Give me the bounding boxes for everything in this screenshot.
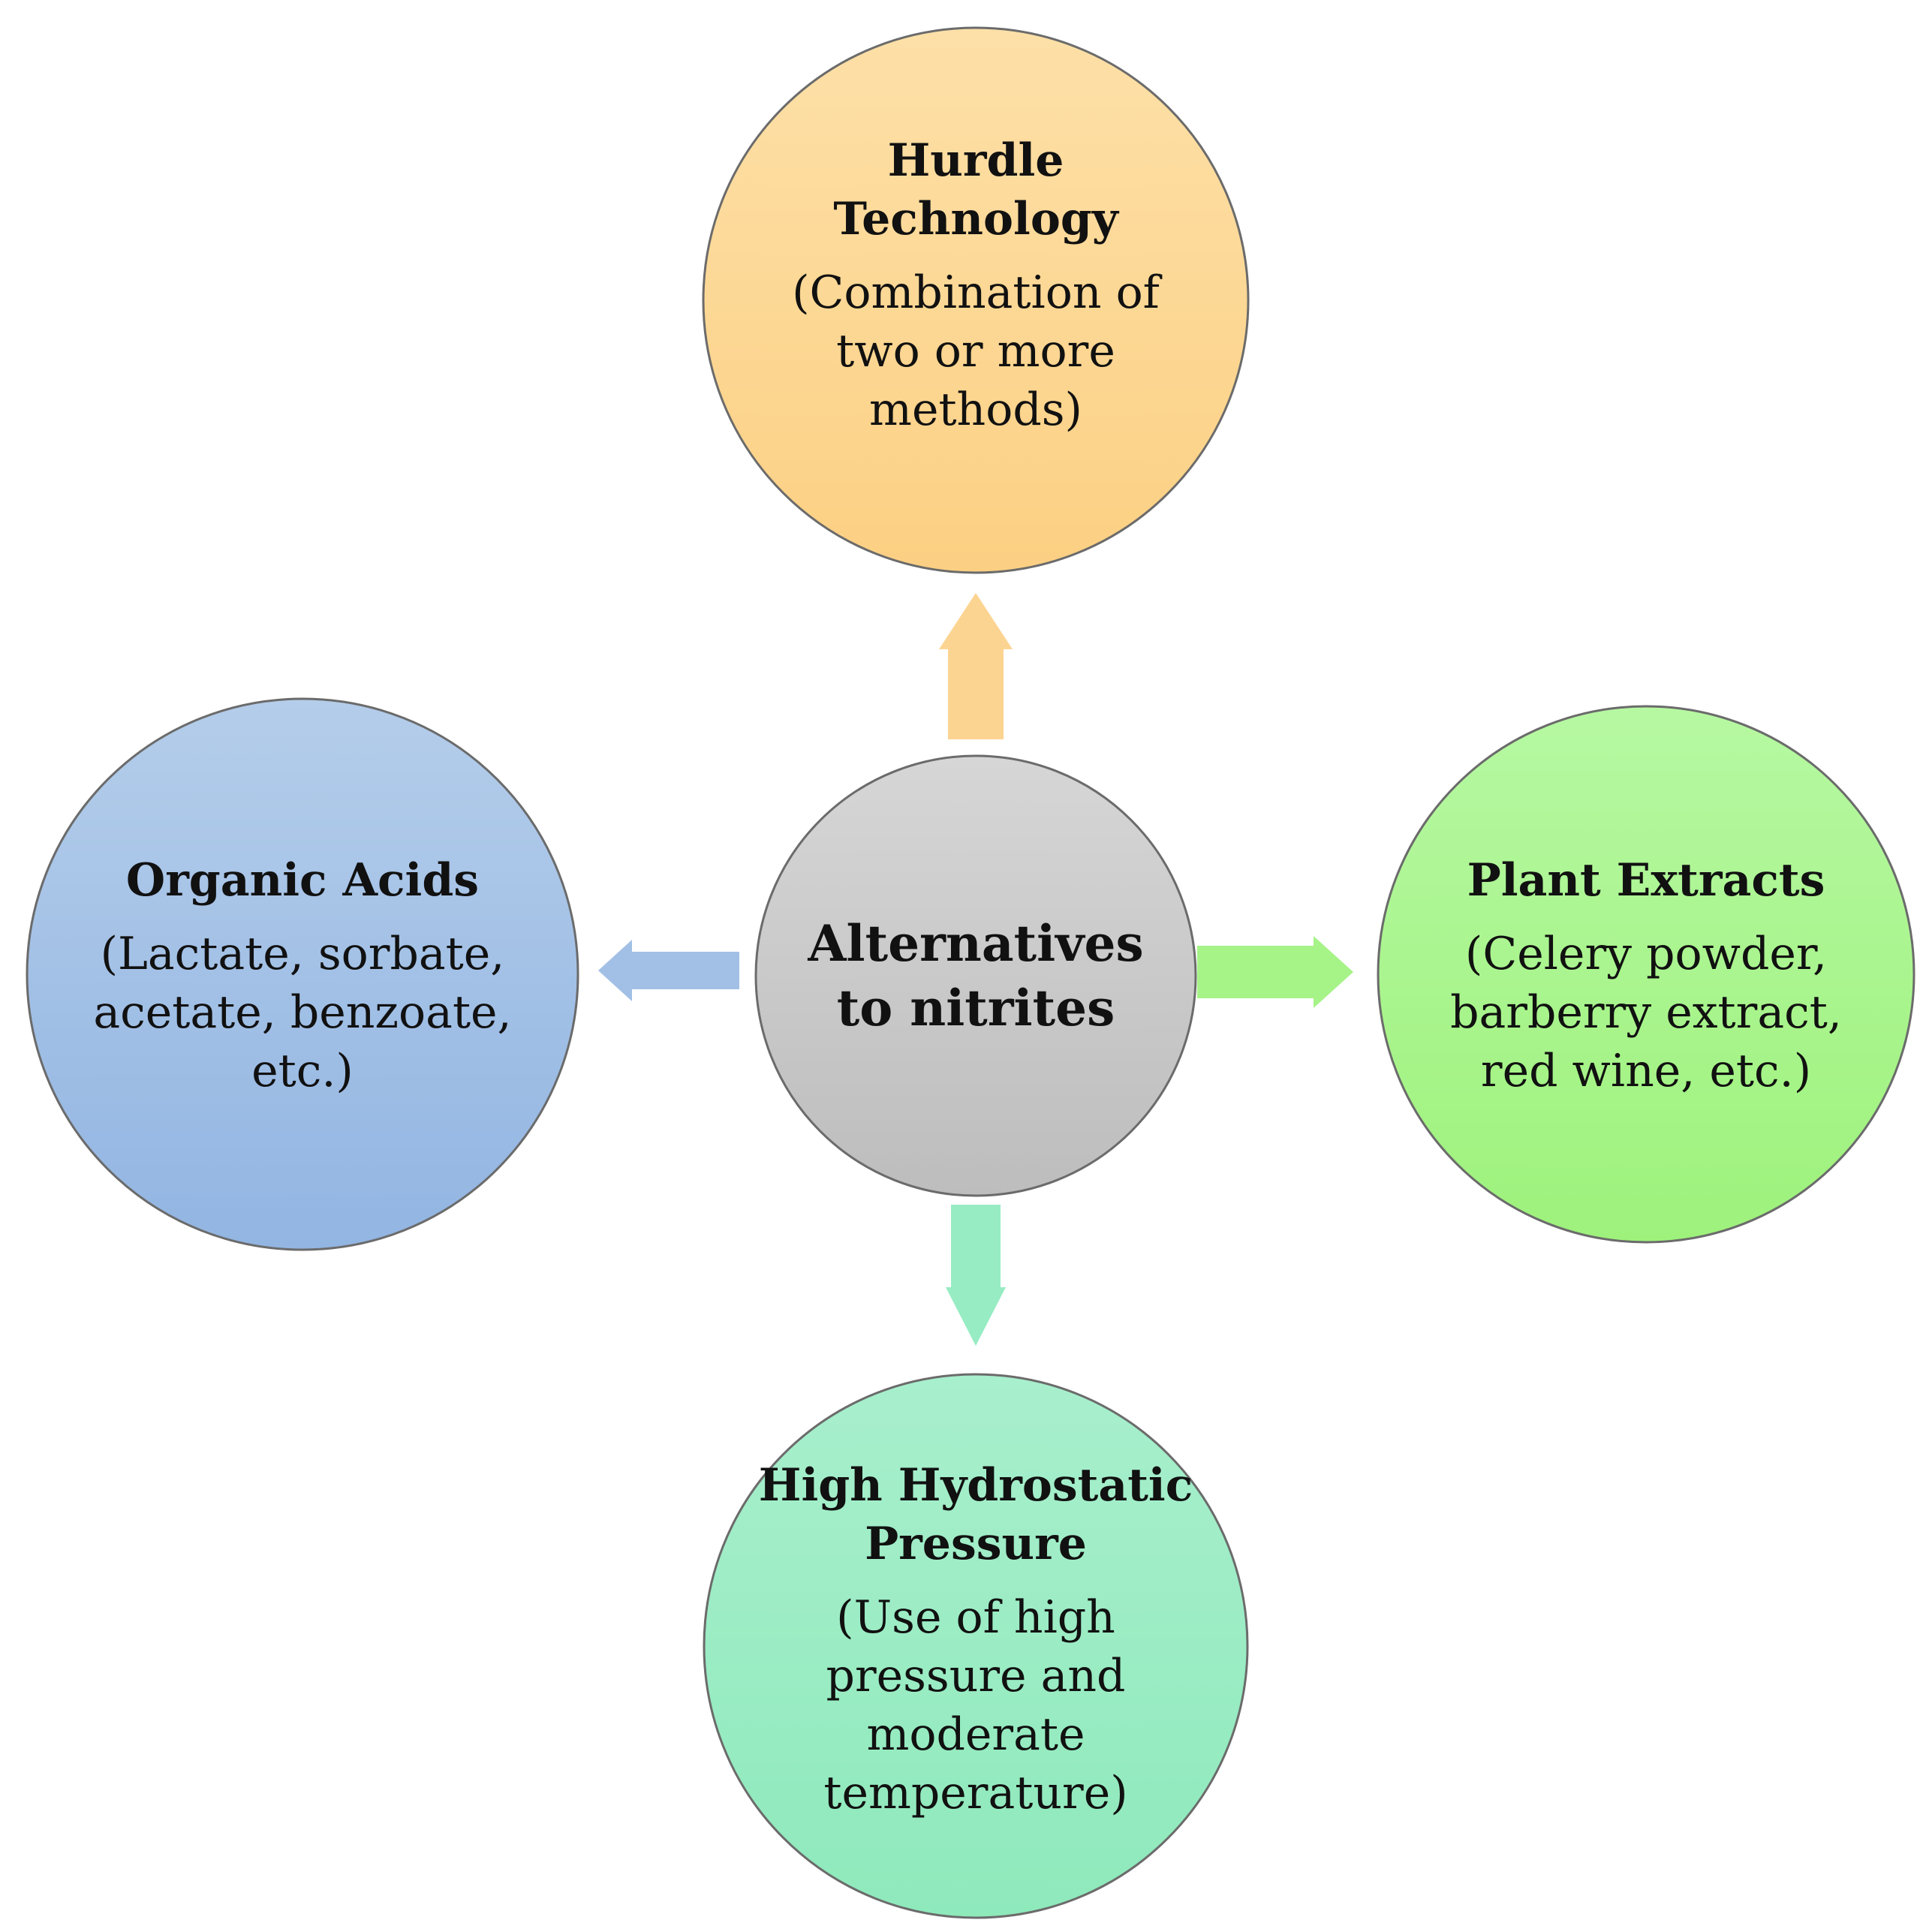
node-top-title-line: Hurdle [887, 134, 1064, 187]
center-circle [754, 754, 1197, 1197]
node-circle-top [702, 26, 1250, 574]
node-circle-bottom [703, 1373, 1249, 1919]
node-circle-left [26, 697, 579, 1251]
node-left-desc-line: etc.) [251, 1045, 354, 1097]
center-title-line: Alternatives [808, 914, 1144, 973]
arrow-left [598, 940, 739, 1001]
node-left-label: Organic Acids (Lactate, sorbate, acetate… [77, 841, 528, 1111]
node-left-desc-line: acetate, benzoate, [93, 986, 512, 1039]
node-left-desc-line: (Lactate, sorbate, [100, 928, 505, 980]
node-left-title-line: Organic Acids [125, 854, 480, 907]
node-right-title: Plant Extracts [1467, 851, 1825, 910]
node-top-label: Hurdle Technology (Combination of two or… [743, 131, 1208, 469]
arrow-right [1197, 936, 1353, 1008]
node-bottom-title: High Hydrostatic Pressure [759, 1456, 1193, 1573]
node-bottom-desc-line: temperature) [823, 1767, 1128, 1819]
node-bottom-desc-line: moderate [866, 1708, 1085, 1761]
node-top-desc-line: two or more [836, 325, 1115, 378]
center-title: Alternatives to nitrites [808, 911, 1143, 1040]
node-top-title: Hurdle Technology [833, 131, 1118, 248]
center-label: Alternatives to nitrites [758, 856, 1193, 1096]
node-right-label: Plant Extracts (Celery powder, barberry … [1421, 841, 1871, 1111]
node-right-desc-line: barberry extract, [1450, 986, 1842, 1039]
node-bottom-title-line: High Hydrostatic [758, 1459, 1193, 1512]
node-top-description: (Combination of two or more methods) [792, 263, 1160, 439]
arrow-up [939, 593, 1013, 739]
node-circle-right [1377, 705, 1915, 1244]
node-right-desc-line: red wine, etc.) [1480, 1045, 1812, 1097]
node-bottom-desc-line: (Use of high [836, 1591, 1115, 1644]
node-left-description: (Lactate, sorbate, acetate, benzoate, et… [93, 925, 511, 1100]
node-right-description: (Celery powder, barberry extract, red wi… [1450, 925, 1842, 1100]
node-bottom-title-line: Pressure [865, 1518, 1087, 1570]
arrow-down [946, 1205, 1006, 1346]
node-right-title-line: Plant Extracts [1467, 854, 1825, 907]
node-bottom-description: (Use of high pressure and moderate tempe… [823, 1588, 1127, 1822]
node-top-desc-line: (Combination of [792, 266, 1160, 319]
node-top-title-line: Technology [833, 193, 1118, 245]
node-bottom-label: High Hydrostatic Pressure (Use of high p… [743, 1456, 1208, 1831]
node-top-desc-line: methods) [869, 384, 1082, 436]
node-left-title: Organic Acids [126, 851, 479, 910]
node-right-desc-line: (Celery powder, [1464, 928, 1828, 980]
node-bottom-desc-line: pressure and [826, 1650, 1126, 1702]
center-title-line: to nitrites [836, 979, 1115, 1037]
